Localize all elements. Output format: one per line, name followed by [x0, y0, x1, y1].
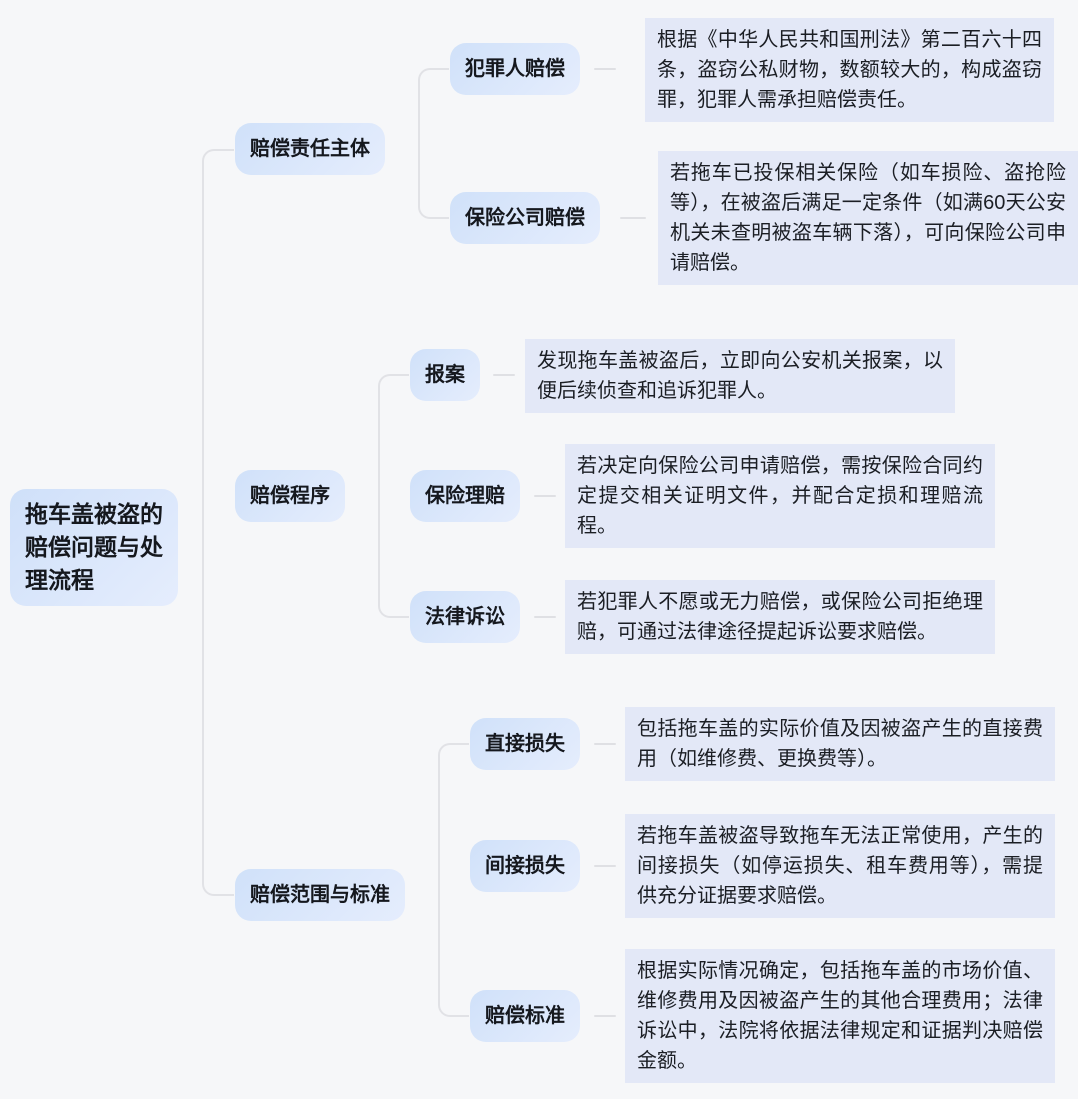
desc-direct-loss[interactable]: 包括拖车盖的实际价值及因被盗产生的直接费用（如维修费、更换费等）。: [625, 707, 1055, 781]
connector-branch-liability: [418, 68, 449, 219]
connector-root-branches: [202, 149, 234, 896]
connector-lawsuit-desc: [534, 616, 556, 618]
desc-report-police[interactable]: 发现拖车盖被盗后，立即向公安机关报案，以便后续侦查和追诉犯罪人。: [525, 339, 955, 413]
desc-insurer-compensation[interactable]: 若拖车已投保相关保险（如车损险、盗抢险等），在被盗后满足一定条件（如满60天公安…: [658, 151, 1078, 285]
desc-insurance-claim[interactable]: 若决定向保险公司申请赔偿，需按保险合同约定提交相关证明文件，并配合定损和理赔流程…: [565, 444, 995, 548]
child-topic-direct-loss[interactable]: 直接损失: [470, 718, 580, 770]
child-topic-indirect-loss[interactable]: 间接损失: [470, 840, 580, 892]
connector-criminal-desc: [594, 68, 616, 70]
child-topic-insurance-claim[interactable]: 保险理赔: [410, 470, 520, 522]
connector-claim-desc: [534, 495, 556, 497]
root-topic[interactable]: 拖车盖被盗的赔偿问题与处理流程: [10, 489, 178, 606]
connector-branch-scope: [438, 743, 469, 1017]
child-topic-compensation-standard[interactable]: 赔偿标准: [470, 990, 580, 1042]
desc-lawsuit[interactable]: 若犯罪人不愿或无力赔偿，或保险公司拒绝理赔，可通过法律途径提起诉讼要求赔偿。: [565, 580, 995, 654]
child-topic-insurer-compensation[interactable]: 保险公司赔偿: [450, 192, 600, 244]
branch-topic-liability-subjects[interactable]: 赔偿责任主体: [235, 123, 385, 175]
child-topic-criminal-compensation[interactable]: 犯罪人赔偿: [450, 43, 580, 95]
branch-topic-procedure[interactable]: 赔偿程序: [235, 470, 345, 522]
desc-compensation-standard[interactable]: 根据实际情况确定，包括拖车盖的市场价值、维修费用及因被盗产生的其他合理费用；法律…: [625, 949, 1055, 1083]
connector-branch-procedure: [378, 374, 409, 618]
child-topic-lawsuit[interactable]: 法律诉讼: [410, 591, 520, 643]
connector-insurer-desc: [620, 217, 646, 219]
connector-standard-desc: [594, 1015, 616, 1017]
desc-criminal-compensation[interactable]: 根据《中华人民共和国刑法》第二百六十四条，盗窃公私财物，数额较大的，构成盗窃罪，…: [645, 18, 1054, 122]
connector-indirect-desc: [594, 865, 616, 867]
connector-direct-desc: [594, 743, 616, 745]
desc-indirect-loss[interactable]: 若拖车盖被盗导致拖车无法正常使用，产生的间接损失（如停运损失、租车费用等），需提…: [625, 814, 1055, 918]
child-topic-report-police[interactable]: 报案: [410, 349, 480, 401]
connector-report-desc: [493, 374, 515, 376]
branch-topic-scope-standards[interactable]: 赔偿范围与标准: [235, 869, 405, 921]
